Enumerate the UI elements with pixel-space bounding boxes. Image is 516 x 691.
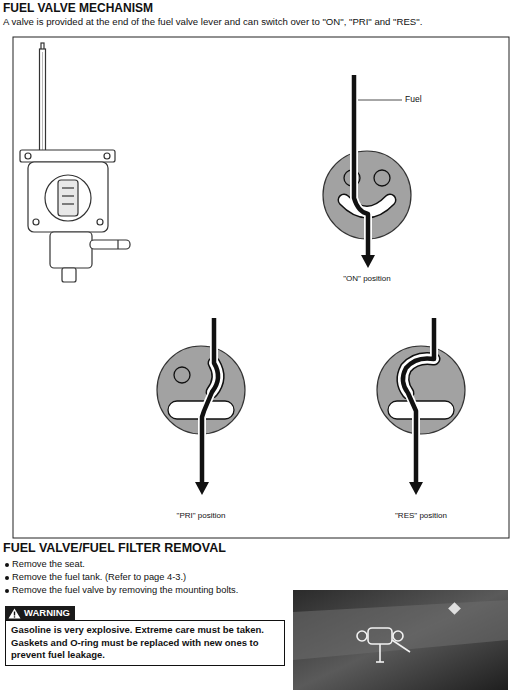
bullet-dot bbox=[5, 589, 9, 593]
fuel-flow-arrow bbox=[202, 318, 218, 485]
leader-line bbox=[356, 100, 402, 101]
lever-mark bbox=[62, 195, 74, 196]
photo-background bbox=[293, 590, 508, 690]
flow-label: Fuel bbox=[405, 94, 445, 105]
nipple-ring bbox=[117, 240, 118, 249]
tube-line bbox=[42, 52, 43, 150]
valve-disc-svg bbox=[322, 150, 412, 240]
flange-bolt bbox=[25, 153, 31, 159]
lever-mark bbox=[62, 187, 74, 188]
lever-mark bbox=[62, 203, 74, 204]
warning-icon bbox=[8, 608, 21, 619]
reserve-tube bbox=[40, 49, 46, 152]
arrow-head bbox=[409, 482, 423, 495]
position-caption: "RES" position bbox=[336, 511, 506, 520]
warning-triangle bbox=[9, 608, 21, 618]
fuel-valve-illustration bbox=[20, 43, 130, 282]
bullet-dot bbox=[5, 563, 9, 567]
bullet-dot bbox=[5, 576, 9, 580]
warning-box: WARNINGGasoline is very explosive. Extre… bbox=[5, 606, 285, 666]
fuel-flow-outline bbox=[354, 75, 368, 258]
valve-position: "PRI" position bbox=[156, 345, 246, 435]
body-screw bbox=[97, 219, 103, 225]
warning-mark bbox=[14, 616, 15, 617]
flange-bolt bbox=[104, 153, 110, 159]
photo-highlight bbox=[448, 602, 461, 615]
valve-lever bbox=[58, 180, 78, 216]
fuel-flow-outline bbox=[202, 318, 218, 485]
step-text: Remove the fuel tank. (Refer to page 4-3… bbox=[12, 572, 292, 583]
warning-title: WARNING bbox=[24, 606, 70, 620]
step-text: Remove the fuel valve by removing the mo… bbox=[12, 585, 292, 596]
valve-position: "RES" position bbox=[376, 345, 466, 435]
page-title: FUEL VALVE MECHANISM bbox=[3, 1, 503, 15]
fuel-flow-arrow bbox=[403, 318, 434, 485]
valve-disc-svg bbox=[376, 345, 466, 435]
position-caption: "ON" position bbox=[282, 274, 452, 283]
port-hole bbox=[174, 367, 190, 383]
warning-tab: WARNING bbox=[5, 606, 75, 620]
figure-frame bbox=[13, 37, 509, 538]
valve-body bbox=[28, 162, 108, 232]
port-slot bbox=[388, 401, 454, 419]
body-screw bbox=[33, 219, 39, 225]
warning-text: Gasoline is very explosive. Extreme care… bbox=[5, 620, 285, 666]
position-caption: "PRI" position bbox=[116, 511, 286, 520]
valve-position: "ON" position bbox=[322, 150, 412, 240]
arrow-head bbox=[361, 255, 375, 268]
intro-text: A valve is provided at the end of the fu… bbox=[3, 16, 513, 28]
filter-bowl bbox=[50, 232, 92, 268]
outlet-nipple bbox=[90, 240, 130, 249]
photo-frame-tube bbox=[293, 600, 508, 660]
drain-plug bbox=[62, 268, 76, 282]
valve-flange bbox=[20, 150, 115, 162]
fuel-flow-outline bbox=[403, 318, 434, 485]
lever-boss bbox=[45, 175, 91, 221]
valve-disc-svg bbox=[156, 345, 246, 435]
step-text: Remove the seat. bbox=[12, 559, 292, 570]
photo bbox=[293, 590, 508, 690]
section-heading: FUEL VALVE/FUEL FILTER REMOVAL bbox=[3, 541, 323, 556]
port-hole bbox=[374, 170, 390, 186]
photo-valve bbox=[357, 628, 410, 662]
fuel-flow-arrow bbox=[354, 75, 368, 258]
arrow-head bbox=[195, 482, 209, 495]
warning-mark bbox=[14, 611, 15, 615]
